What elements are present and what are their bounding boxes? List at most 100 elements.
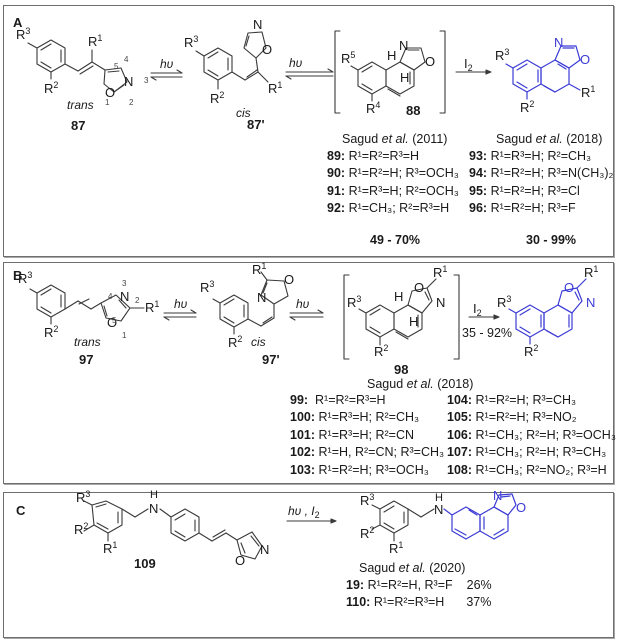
reagent-label-i2: I2	[473, 301, 482, 318]
atom-label-r1: R1	[389, 540, 404, 556]
reagent-label-i2: I2	[464, 56, 473, 73]
atom-label-o: O	[425, 54, 436, 69]
ring-number-2: 2	[135, 296, 140, 305]
compound-entry: 102: R¹=H, R²=CN; R³=CH₃	[290, 445, 445, 460]
hv-label-2: hυ	[296, 297, 310, 311]
molecule-109	[83, 500, 263, 560]
atom-label-o: O	[107, 315, 118, 330]
molecule-98	[358, 278, 437, 346]
atom-label-o: O	[105, 85, 116, 100]
compound-entry: 91: R¹=R³=H; R²=OCH₃	[327, 183, 459, 198]
compound-number-97: 97	[79, 352, 94, 367]
citation-sagud-2011: Sagud et al. (2011)	[342, 132, 448, 146]
atom-label-n: N	[260, 542, 270, 557]
compound-entry: 96: R¹=R²=H; R³=F	[469, 201, 576, 216]
atom-label-o: O	[516, 500, 527, 515]
atom-label-o: O	[564, 280, 575, 295]
atom-label-r2: R2	[360, 525, 375, 541]
yield-range: 35 - 92%	[462, 326, 513, 340]
atom-label-r3: R3	[18, 270, 33, 286]
atom-label-r2: R2	[520, 99, 535, 115]
atom-label-r3: R3	[16, 26, 31, 42]
hv-label-1: hυ	[174, 297, 188, 311]
atom-label-r3: R3	[184, 34, 199, 50]
compound-number-97-cis: 97'	[262, 352, 280, 367]
equilibrium-arrow-1	[150, 69, 183, 81]
equilibrium-arrow-2	[289, 309, 324, 321]
compound-list-right: 93: R¹=R³=H; R²=CH₃ 94: R¹=R²=H; R³=N(CH…	[469, 148, 613, 218]
scheme-c-bonds	[83, 493, 517, 560]
ring-number-4: 4	[108, 292, 113, 301]
scheme-b-bonds	[29, 271, 587, 360]
compound-entry: 93: R¹=R³=H; R²=CH₃	[469, 149, 592, 163]
atom-label-r1: R1	[103, 540, 118, 556]
atom-label-r3: R3	[347, 294, 362, 310]
bracket-88	[334, 30, 446, 114]
atom-label-r2: R2	[44, 80, 59, 96]
atom-label-r5: R5	[341, 50, 356, 66]
atom-label-r3: R3	[76, 489, 91, 505]
atom-label-n: N	[253, 17, 263, 32]
stereo-label-trans: trans	[74, 335, 101, 349]
atom-label-r3: R3	[497, 294, 512, 310]
atom-label-h: H	[400, 70, 410, 85]
compound-list-left: 99: R¹=R²=R³=H 100: R¹=R³=H; R²=CH₃ 101:…	[290, 392, 444, 479]
ring-number-5: 5	[112, 316, 117, 325]
atom-label-o: O	[414, 280, 425, 295]
compound-list-left: 89: R¹=R²=R³=H 90: R¹=R²=H; R³=OCH₃ 91: …	[327, 148, 459, 218]
compound-number-88: 88	[406, 103, 421, 118]
compound-entry: 100: R¹=R³=H; R²=CH₃	[290, 410, 420, 425]
atom-label-n: N	[493, 488, 503, 503]
atom-label-n: N	[436, 295, 446, 310]
compound-entry: 106: R¹=CH₃; R²=H; R³=OCH₃	[447, 427, 616, 442]
product-naphthoxazole	[505, 45, 581, 100]
atom-label-o: O	[235, 553, 246, 568]
product-naphthoxazole	[508, 278, 587, 345]
atom-label-r1: R1	[252, 261, 267, 277]
atom-label-r3: R3	[495, 47, 510, 63]
atom-label-r1: R1	[584, 264, 599, 280]
conditions-label: hυ , I2	[288, 504, 320, 520]
atom-label-h: H	[435, 492, 443, 504]
compound-entry: 108: R¹=CH₃; R²=NO₂; R³=H	[447, 462, 607, 477]
compound-number-87-cis: 87'	[247, 117, 265, 132]
ring-number-1: 1	[105, 98, 110, 107]
molecule-product-c	[371, 500, 435, 542]
atom-label-o: O	[284, 272, 295, 287]
citation-sagud-2018: Sagud et al. (2018)	[367, 377, 474, 391]
panel-label: A	[13, 15, 23, 30]
hv-label-1: hυ	[160, 57, 174, 71]
ring-number-1: 1	[122, 331, 127, 340]
atom-label-n: N	[586, 295, 596, 310]
atom-label-r2: R2	[374, 343, 389, 359]
bracket-98	[343, 274, 460, 360]
compound-list-right: 104: R¹=R²=H; R³=CH₃ 105: R¹=R²=H; R³=NO…	[447, 392, 616, 479]
reaction-arrow-i2	[455, 69, 492, 75]
panel-a: A	[3, 5, 614, 257]
atom-label-h: H	[150, 489, 158, 501]
atom-label-r4: R4	[366, 100, 381, 116]
compound-entry: 107: R¹=CH₃; R²=H; R³=CH₃	[447, 445, 607, 460]
ring-number-5: 5	[114, 62, 119, 71]
stereo-label-cis: cis	[236, 106, 251, 120]
molecule-88	[350, 47, 426, 102]
atom-label-r2: R2	[210, 90, 225, 106]
ring-number-3: 3	[144, 76, 149, 85]
reaction-arrow	[286, 518, 337, 524]
compound-entry: 92: R¹=CH₃; R²=R³=H	[327, 201, 450, 216]
compound-entry: 94: R¹=R²=H; R³=N(CH₃)₂	[469, 166, 614, 181]
reaction-arrow-i2	[468, 314, 500, 320]
molecule-97	[29, 284, 145, 325]
atom-label-n: N	[149, 501, 159, 516]
atom-label-r1: R1	[268, 80, 283, 96]
atom-label-n: N	[399, 38, 409, 53]
product-naphthoxazole	[443, 493, 517, 540]
citation-sagud-2020: Sagud et al. (2020)	[359, 561, 466, 575]
atom-label-r1: R1	[581, 84, 596, 100]
ring-number-2: 2	[129, 98, 134, 107]
compound-entry: 101: R¹=R³=H; R²=CN	[290, 427, 415, 442]
atom-label-r3: R3	[200, 279, 215, 295]
